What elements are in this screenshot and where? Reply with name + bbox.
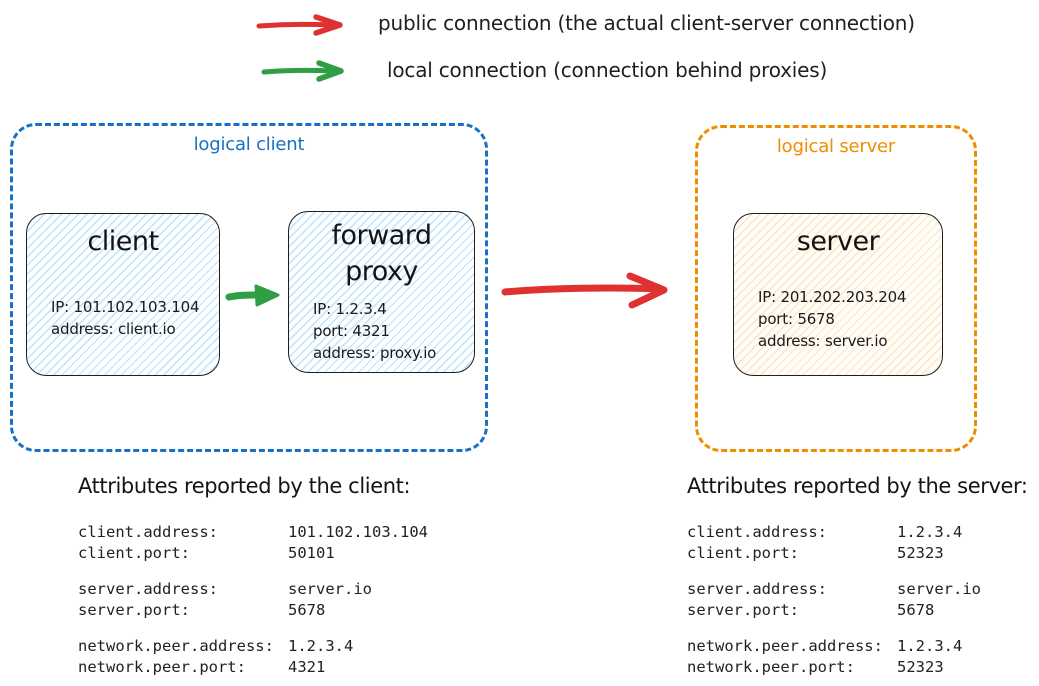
- attribute-row: network.peer.port:4321: [78, 658, 326, 676]
- server-node-title: server: [796, 226, 880, 257]
- logical-client-label: logical client: [193, 134, 305, 155]
- attribute-row: server.address:server.io: [687, 580, 981, 598]
- client-ip: IP: 101.102.103.104: [51, 298, 200, 316]
- attribute-row: network.peer.address:1.2.3.4: [687, 637, 963, 655]
- client-attributes-group: network.peer.address:1.2.3.4 network.pee…: [78, 636, 428, 678]
- logical-client-group: logical client client IP: 101.102.103.10…: [10, 123, 488, 452]
- server-attributes-group: server.address:server.io server.port:567…: [687, 579, 1028, 621]
- attribute-row: client.address:101.102.103.104: [78, 523, 428, 541]
- server-port: port: 5678: [758, 310, 835, 328]
- server-address: address: server.io: [758, 332, 888, 350]
- attribute-row: client.address:1.2.3.4: [687, 523, 963, 541]
- server-attributes-heading: Attributes reported by the server:: [687, 474, 1028, 498]
- server-attributes-group: network.peer.address:1.2.3.4 network.pee…: [687, 636, 1028, 678]
- client-node-title: client: [87, 226, 159, 257]
- local-connection-arrow-icon: [261, 60, 344, 82]
- client-node-details: IP: 101.102.103.104 address: client.io: [51, 296, 213, 340]
- proxy-port: port: 4321: [313, 322, 390, 340]
- attribute-row: network.peer.address:1.2.3.4: [78, 637, 354, 655]
- client-attributes-block: Attributes reported by the client: clien…: [78, 472, 428, 686]
- server-ip: IP: 201.202.203.204: [758, 288, 907, 306]
- proxy-address: address: proxy.io: [313, 344, 437, 362]
- forward-proxy-node: forward proxy IP: 1.2.3.4 port: 4321 add…: [288, 211, 475, 373]
- client-attributes-heading: Attributes reported by the client:: [78, 474, 411, 498]
- legend-local-connection-label: local connection (connection behind prox…: [387, 58, 828, 82]
- attribute-row: server.port:5678: [687, 601, 935, 619]
- public-connection-arrow-icon: [501, 272, 668, 309]
- attribute-row: server.address:server.io: [78, 580, 372, 598]
- client-node: client IP: 101.102.103.104 address: clie…: [26, 213, 220, 376]
- client-address: address: client.io: [51, 320, 176, 338]
- public-connection-arrow-icon: [256, 14, 343, 36]
- server-node-details: IP: 201.202.203.204 port: 5678 address: …: [758, 286, 936, 352]
- client-attributes-group: client.address:101.102.103.104 client.po…: [78, 522, 428, 564]
- attribute-row: client.port:52323: [687, 544, 944, 562]
- attribute-row: network.peer.port:52323: [687, 658, 944, 676]
- server-attributes-group: client.address:1.2.3.4 client.port:52323: [687, 522, 1028, 564]
- forward-proxy-node-title: forward proxy: [331, 220, 432, 287]
- server-node: server IP: 201.202.203.204 port: 5678 ad…: [733, 213, 943, 376]
- server-attributes-block: Attributes reported by the server: clien…: [687, 472, 1028, 686]
- attribute-row: server.port:5678: [78, 601, 326, 619]
- legend-public-connection-label: public connection (the actual client-ser…: [378, 11, 915, 35]
- attribute-row: client.port:50101: [78, 544, 335, 562]
- proxy-ip: IP: 1.2.3.4: [313, 300, 387, 318]
- logical-server-group: logical server server IP: 201.202.203.20…: [695, 125, 977, 452]
- forward-proxy-node-details: IP: 1.2.3.4 port: 4321 address: proxy.io: [313, 298, 468, 364]
- logical-server-label: logical server: [776, 136, 896, 157]
- client-attributes-group: server.address:server.io server.port:567…: [78, 579, 428, 621]
- local-connection-arrow-icon: [225, 284, 280, 307]
